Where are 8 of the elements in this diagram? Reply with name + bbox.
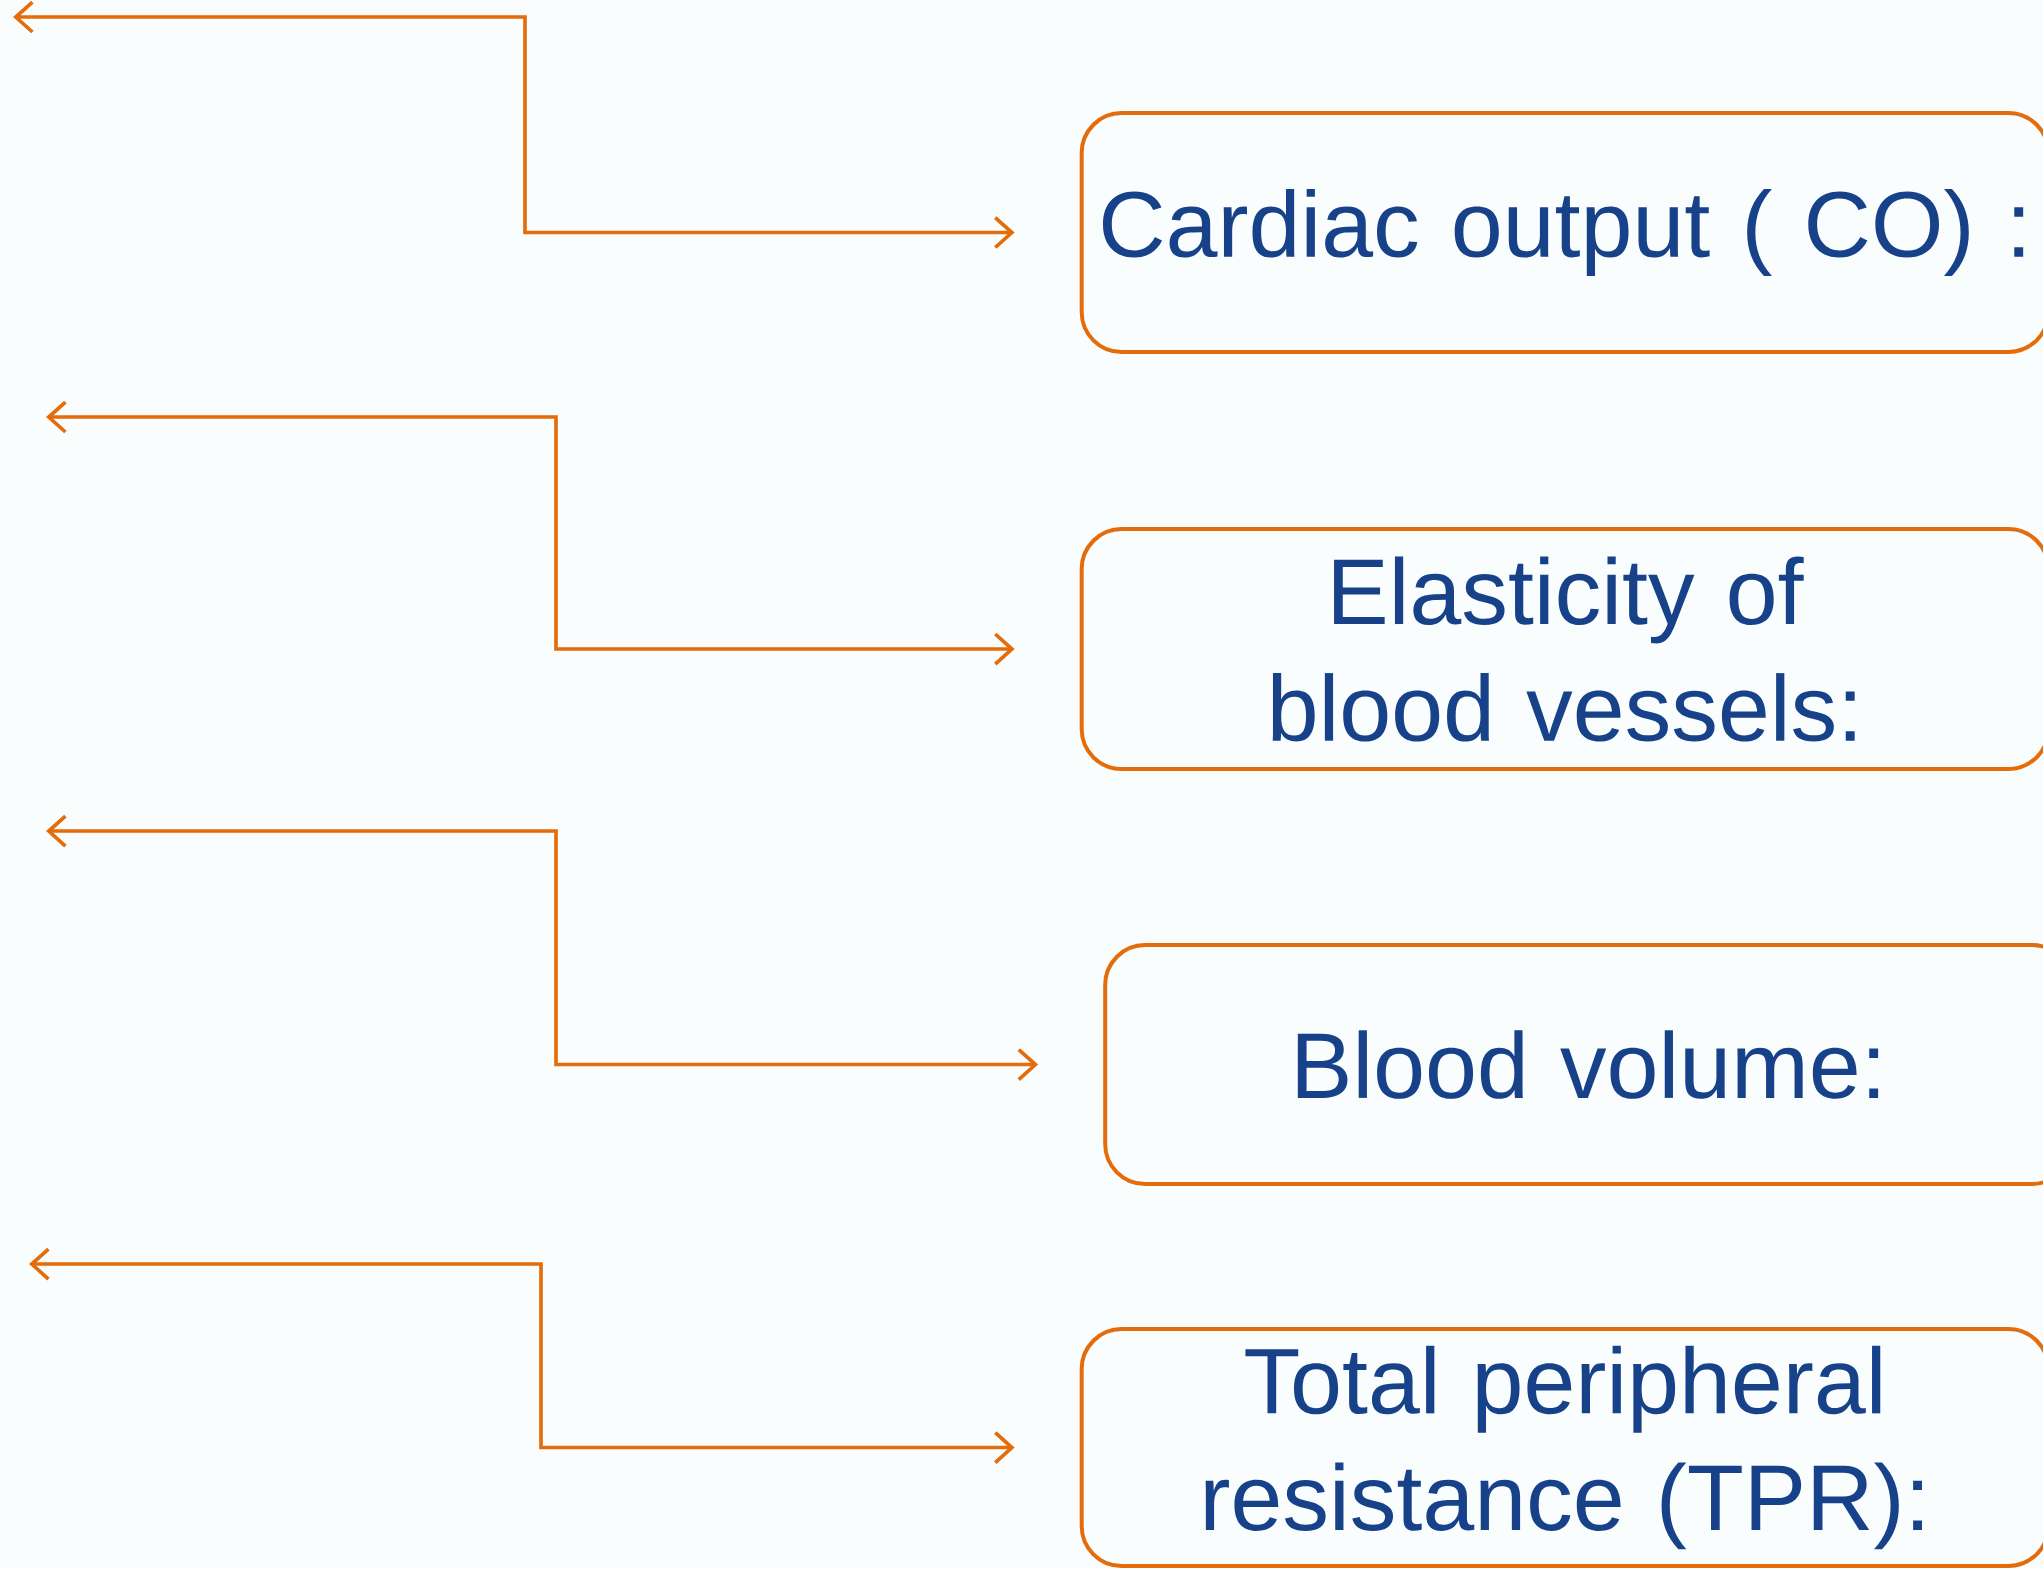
arrow [46,814,1039,1081]
arrow [29,1247,1015,1464]
arrow [13,0,1015,249]
rounded-box: Cardiac output ( CO) : [1079,111,2043,354]
rounded-box: Total peripheral resistance (TPR): [1079,1327,2043,1568]
arrow [46,400,1015,666]
rounded-box: Elasticity of blood vessels: [1079,527,2043,771]
rounded-box: Blood volume: [1103,943,2043,1186]
